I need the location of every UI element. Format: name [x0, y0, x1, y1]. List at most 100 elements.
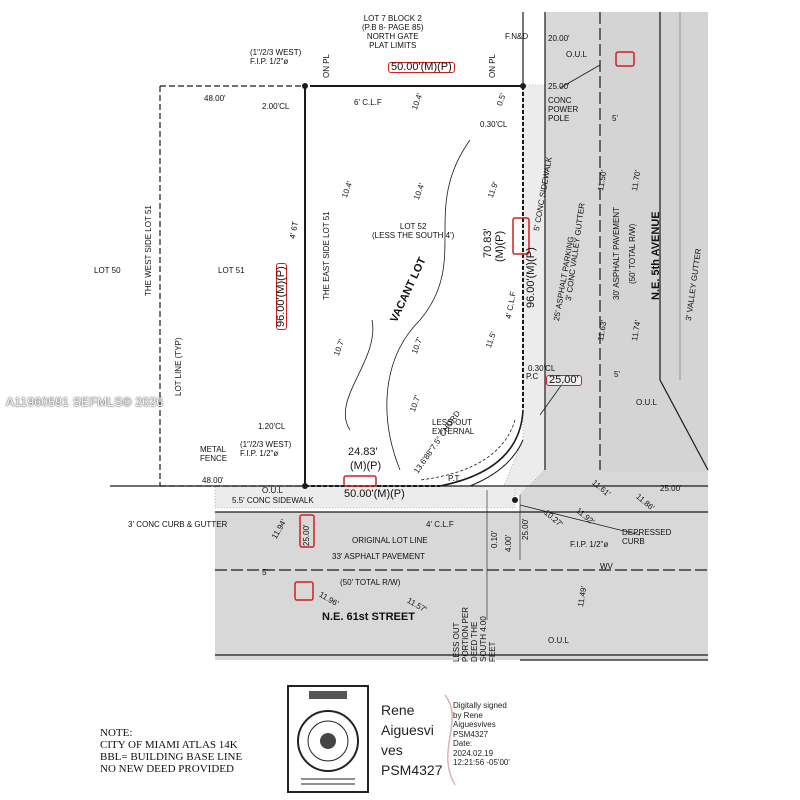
- avenue-row: (50' TOTAL R/W): [628, 223, 637, 284]
- seal-outer-ring: [297, 710, 359, 772]
- lot-label: LOT 52: [399, 222, 427, 231]
- red-marks: [294, 51, 635, 601]
- north-dimension: 50.00'(M)(P): [388, 62, 455, 73]
- lot7-line4: PLAT LIMITS: [369, 41, 417, 50]
- dim-030cl-mid: 0.30'CL: [528, 364, 556, 373]
- signature-stroke: [444, 694, 456, 786]
- less-out-external: LESS-OUT EXTERNAL: [432, 418, 474, 436]
- right-strip: [600, 12, 708, 472]
- clf-4-south: 4' C.L.F: [426, 520, 454, 529]
- seal-inner-ring: [307, 720, 349, 762]
- lot-line-typ: LOT LINE (TYP): [174, 337, 183, 396]
- dim-120cl: 1.20'CL: [258, 422, 286, 431]
- sig-line-3: Aiguesvives: [453, 720, 496, 729]
- signature-mark: [444, 694, 456, 786]
- dim-25-far: 25.00': [660, 484, 682, 493]
- oul-mid: O.U.L: [636, 398, 657, 407]
- conc-pole-1: CONC: [548, 96, 572, 105]
- watermark: A11960591 SEFMLS© 2026: [6, 395, 164, 409]
- sw-marker: [302, 483, 308, 489]
- street-pavement: [215, 512, 708, 660]
- street-name: N.E. 61st STREET: [322, 611, 415, 623]
- lot-sub: (LESS THE SOUTH 4'): [372, 231, 455, 240]
- lot-52-label: LOT 52 (LESS THE SOUTH 4'): [372, 222, 454, 240]
- on-pl-left: ON PL: [322, 53, 331, 78]
- dim-25-left: 25.00': [302, 524, 311, 546]
- dim-20-right: 20.00': [548, 34, 570, 43]
- east-side-lot51: THE EAST SIDE LOT 51: [322, 211, 331, 300]
- less-out-1: LESS-OUT: [432, 418, 473, 427]
- dim-2483-mp: (M)(P): [350, 460, 382, 472]
- less-out-2: EXTERNAL: [432, 427, 475, 436]
- wv: WV: [600, 562, 613, 571]
- seal-center: [320, 733, 336, 749]
- red-box-top-right: [615, 51, 635, 67]
- surveyor-seal: [287, 685, 369, 793]
- dim-5-top: 5': [612, 114, 618, 123]
- avenue-pavement: 30' ASPHALT PAVEMENT: [612, 207, 621, 300]
- seal-graphic: [297, 691, 359, 785]
- nw-marker: [302, 83, 308, 89]
- dim-030cl-top: 0.30'CL: [480, 120, 508, 129]
- note-line1: NOTE:: [100, 727, 133, 739]
- note-line4: NO NEW DEED PROVIDED: [100, 763, 234, 775]
- on-pl-right: ON PL: [488, 53, 497, 78]
- street-row: (50' TOTAL R/W): [340, 578, 401, 587]
- sig-line-6: 2024.02.19: [453, 748, 494, 758]
- fip-nw: (1"/2/3 WEST) F.I.P. 1/2"ø: [250, 48, 301, 66]
- fip-nw-2: F.I.P. 1/2"ø: [250, 57, 289, 66]
- sig-line-1: Digitally signed: [453, 701, 507, 710]
- depressed-1: DEPRESSED: [622, 528, 672, 537]
- dim-7083-mp: (M)(P): [494, 230, 506, 262]
- signer-name: Rene Aiguesvi ves PSM4327: [381, 700, 442, 780]
- red-box-west-bottom: [299, 514, 315, 548]
- dim-48-top: 48.00': [204, 94, 226, 103]
- vacant-contour-2: [344, 319, 374, 431]
- avenue-name: N.E. 5th AVENUE: [650, 211, 662, 300]
- depressed-curb: DEPRESSED CURB: [622, 528, 671, 546]
- lot7-line1: LOT 7 BLOCK 2: [363, 14, 422, 23]
- west-side-lot51: THE WEST SIDE LOT 51: [144, 205, 153, 296]
- signer-name-3: ves: [381, 742, 403, 758]
- east-dimension: 96.00'(M)(P): [525, 247, 537, 308]
- diag-2: [519, 504, 641, 536]
- red-box-east: [512, 217, 530, 255]
- less-out-curve: [469, 439, 524, 487]
- digital-signature-block: Digitally signed by Rene Aiguesvives PSM…: [453, 701, 510, 768]
- dim-7083: 70.83': [482, 228, 494, 258]
- south-dimension: 50.00'(M)(P): [344, 488, 405, 500]
- dim-2cl: 2.00'CL: [262, 102, 290, 111]
- note-line2: CITY OF MIAMI ATLAS 14K: [100, 739, 238, 751]
- west-dimension: 96.00'(M)(P): [275, 263, 287, 330]
- red-box-south: [343, 475, 377, 487]
- fence-curve: [419, 419, 516, 481]
- dim-5-mid: 5': [614, 370, 620, 379]
- dim-48-bot: 48.00': [202, 476, 224, 485]
- sig-line-2: by Rene: [453, 710, 483, 720]
- street-pavement: 33' ASPHALT PAVEMENT: [332, 552, 425, 561]
- pc: P.C: [526, 372, 539, 381]
- metal-fence: METAL FENCE: [200, 445, 227, 463]
- fip-sw: (1"/2/3 WEST) F.I.P. 1/2"ø: [240, 440, 291, 458]
- signer-name-2: Aiguesvi: [381, 722, 434, 738]
- sig-line-4: PSM4327: [453, 729, 489, 739]
- lot7-line2: (P.B 8- PAGE 85): [362, 23, 424, 32]
- street-sidewalk: 5.5' CONC SIDEWALK: [232, 496, 314, 505]
- less-out-portion: LESS OUT PORTION PER DEED THE SOUTH 4.00…: [452, 607, 497, 662]
- dim-400: 4.00': [504, 534, 513, 552]
- fip-sw-1: (1"/2/3 WEST): [240, 440, 292, 449]
- boxed-25: 25.00': [546, 375, 582, 386]
- oul-bottom: O.U.L: [548, 636, 569, 645]
- lot-51: LOT 51: [218, 266, 245, 275]
- dim-5-left: 5': [262, 568, 268, 577]
- avenue-east-flare: [659, 379, 709, 471]
- conc-pole: CONC POWER POLE: [548, 96, 578, 123]
- lot-50: LOT 50: [94, 266, 121, 275]
- se-marker: [512, 497, 518, 503]
- metal-fence-1: METAL: [200, 445, 227, 454]
- ne-marker: [520, 83, 526, 89]
- sig-line-7: 12:21:56 -05'00': [453, 758, 510, 767]
- fip-sw-2: F.I.P. 1/2"ø: [240, 449, 279, 458]
- road-areas: [215, 12, 708, 660]
